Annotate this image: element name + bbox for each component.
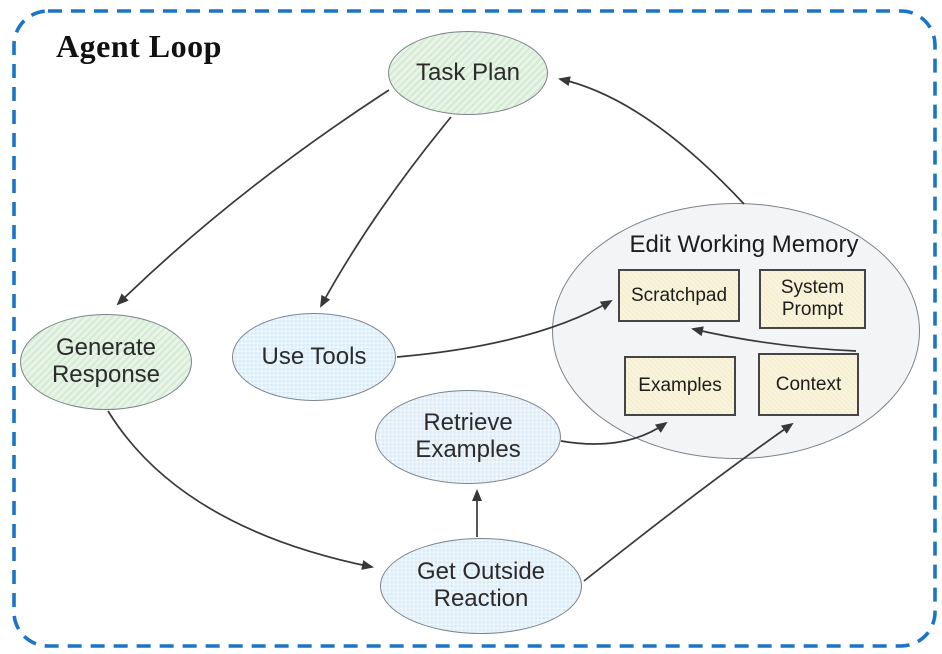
- memory-box-scratchpad: Scratchpad: [618, 269, 740, 322]
- system-prompt-label: System Prompt: [780, 277, 845, 320]
- edge-task-plan-to-generate-response: [116, 89, 390, 306]
- edit-working-memory-title: Edit Working Memory: [629, 231, 859, 258]
- node-retrieve-examples: Retrieve Examples: [375, 390, 561, 484]
- scratchpad-label: Scratchpad: [630, 284, 728, 306]
- node-task-plan: Task Plan: [388, 31, 548, 115]
- task-plan-label: Task Plan: [415, 58, 521, 86]
- page-title: Agent Loop: [56, 28, 222, 64]
- memory-box-system-prompt: System Prompt: [759, 269, 866, 329]
- memory-box-examples: Examples: [624, 356, 736, 416]
- use-tools-label: Use Tools: [261, 342, 367, 370]
- memory-box-context: Context: [758, 353, 859, 416]
- retrieve-examples-label: Retrieve Examples: [415, 409, 521, 463]
- get-outside-reaction-label: Get Outside Reaction: [416, 558, 546, 612]
- edge-generate-response-to-get-outside-reaction: [107, 410, 374, 570]
- edge-edit-working-memory-to-task-plan: [558, 76, 745, 205]
- node-use-tools: Use Tools: [232, 313, 396, 401]
- context-label: Context: [775, 373, 842, 395]
- node-generate-response: Generate Response: [20, 314, 192, 410]
- examples-label: Examples: [638, 375, 722, 397]
- edge-task-plan-to-use-tools: [320, 116, 452, 308]
- node-get-outside-reaction: Get Outside Reaction: [380, 538, 582, 634]
- generate-response-label: Generate Response: [51, 334, 161, 388]
